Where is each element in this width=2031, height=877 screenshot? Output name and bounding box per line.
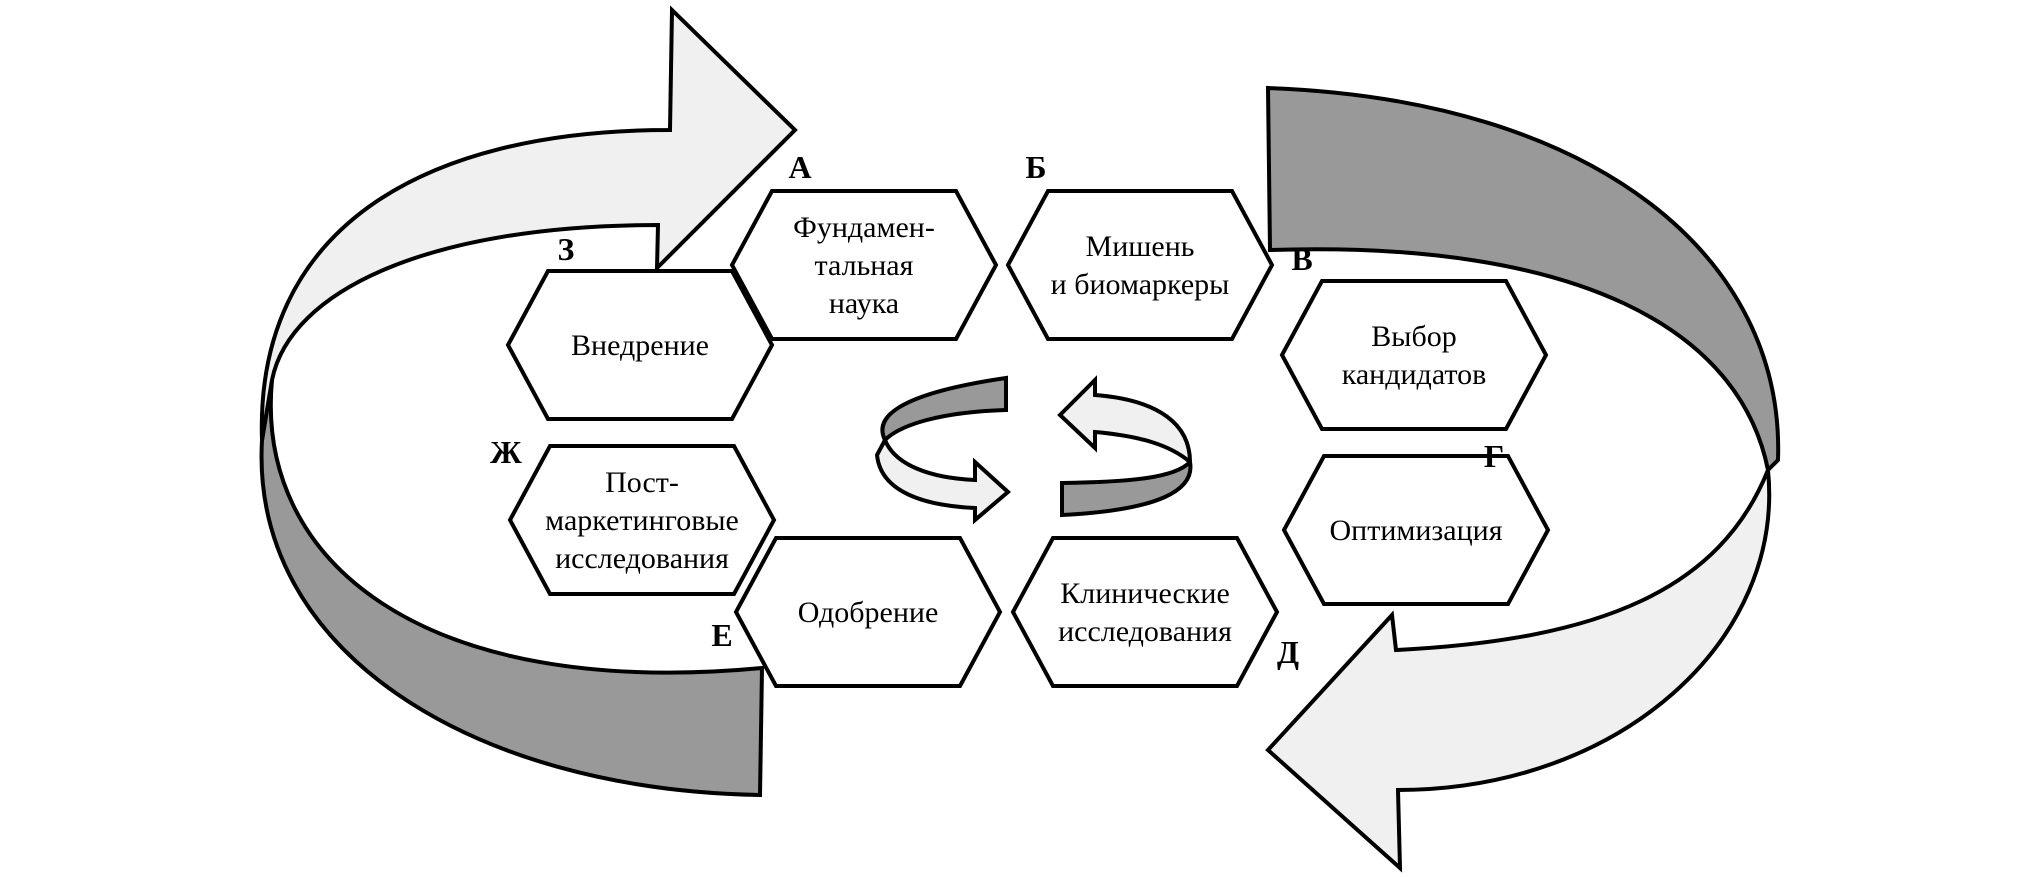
outer-cycle-arrow-left <box>259 5 798 798</box>
stage-label-line: Мишень <box>1086 230 1195 263</box>
inner-arrow-right-top <box>1057 375 1193 467</box>
stage-1: Фундамен-тальная наука А <box>729 149 999 341</box>
stage-hexagon <box>1279 279 1549 431</box>
stage-label-line: Оптимизация <box>1330 514 1503 547</box>
stage-label-line: Фундамен- <box>793 211 935 244</box>
outer-arrow-left-tail <box>259 379 765 798</box>
stage-hexagon <box>507 444 777 596</box>
stage-hexagons: Фундамен-тальная наука А Мишень и биомаркеры… <box>490 149 1551 688</box>
outer-arrow-right-tail <box>1265 85 1781 475</box>
stage-letter: Ж <box>490 434 522 470</box>
stage-label-line: и биомаркеры <box>1051 268 1230 301</box>
stage-8: Внедрение З <box>505 231 775 421</box>
inner-arrow-right-bottom <box>1060 457 1193 518</box>
stage-7: Пост-маркетинговые исследования Ж <box>490 434 777 596</box>
stage-label-line: Внедрение <box>571 329 709 362</box>
stage-label-line: Выбор <box>1371 320 1456 353</box>
stage-2: Мишень и биомаркеры Б <box>1005 149 1275 341</box>
stage-3: Выбор кандидатов В <box>1279 241 1549 431</box>
stage-label-line: Клинические <box>1060 577 1230 610</box>
stage-label-line: исследования <box>555 542 729 575</box>
stage-hexagon <box>733 536 1003 688</box>
stage-letter: Е <box>711 617 732 653</box>
stage-label-line: маркетинговые <box>545 504 739 537</box>
stage-hexagon <box>1005 189 1275 341</box>
stage-hexagon <box>729 189 999 341</box>
stage-label-line: кандидатов <box>1342 358 1487 391</box>
stage-4: Оптимизация Г <box>1281 438 1551 606</box>
stage-hexagon <box>505 269 775 421</box>
stage-label-line: исследования <box>1058 615 1232 648</box>
stage-label-line: тальная <box>815 249 914 282</box>
stage-label-line: наука <box>829 287 899 320</box>
stage-letter: Г <box>1484 438 1504 474</box>
stage-label-line: Пост- <box>605 466 679 499</box>
stage-label-line: Одобрение <box>798 596 939 629</box>
stage-letter: А <box>788 149 811 185</box>
stage-hexagon <box>1010 536 1280 688</box>
inner-arrow-left-bottom <box>874 435 1012 525</box>
stage-hexagon <box>1281 454 1551 606</box>
outer-arrow-left-head <box>259 5 798 441</box>
stage-letter: З <box>558 231 575 267</box>
stage-letter: Д <box>1277 634 1299 670</box>
stage-letter: В <box>1291 241 1312 277</box>
outer-cycle-arrow-right <box>1265 85 1781 873</box>
outer-arrow-right-head <box>1265 469 1772 873</box>
inner-arrow-left-top <box>880 375 1008 444</box>
stage-letter: Б <box>1025 149 1046 185</box>
inner-cycle-arrows <box>874 375 1193 525</box>
